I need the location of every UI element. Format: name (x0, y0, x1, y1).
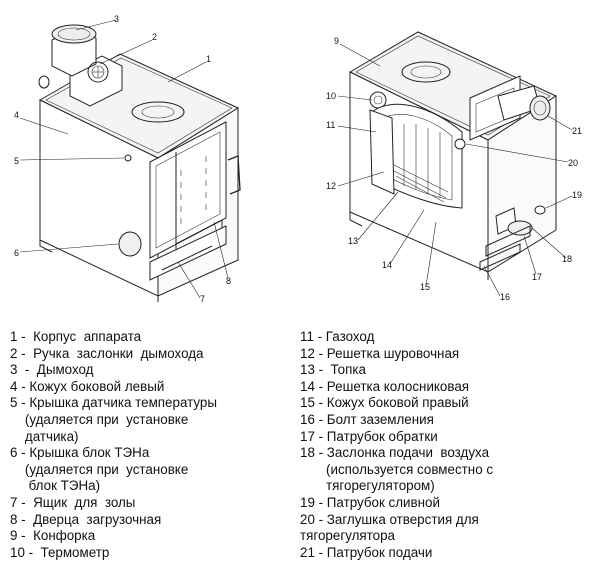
callout-15: 15 (420, 282, 430, 292)
callout-6: 6 (14, 248, 19, 258)
left-view-boiler (38, 24, 241, 302)
callout-7: 7 (200, 294, 205, 304)
legend-item: 15 - Кожух боковой правый (300, 395, 469, 411)
callout-12: 12 (326, 181, 336, 191)
legend-item: 2 - Ручка заслонки дымохода (10, 345, 204, 361)
right-view-boiler (348, 31, 558, 280)
callout-5: 5 (14, 156, 19, 166)
legend-item: 19 - Патрубок сливной (300, 494, 440, 510)
callout-16: 16 (500, 292, 510, 302)
legend-item: 7 - Ящик для золы (10, 494, 136, 510)
legend-item: датчика) (10, 428, 79, 444)
callout-1: 1 (206, 54, 211, 64)
legend-item: 18 - Заслонка подачи воздуха (300, 445, 490, 461)
parts-legend-right: 11 - Газоход 12 - Решетка шуровочная 13 … (300, 329, 493, 561)
legend-item: 1 - Корпус аппарата (10, 329, 142, 344)
callout-21: 21 (572, 126, 582, 136)
legend-item: 17 - Патрубок обратки (300, 428, 438, 444)
callout-20: 20 (568, 158, 578, 168)
boiler-diagram: 3 2 1 4 5 6 7 8 (14, 14, 582, 304)
left-view-leaders (19, 19, 229, 299)
right-view-callout-labels: 9 10 11 12 13 14 15 16 17 18 19 20 21 (326, 36, 582, 302)
parts-legend-left: 1 - Корпус аппарата 2 - Ручка заслонки д… (10, 329, 217, 561)
callout-4: 4 (14, 110, 19, 120)
callout-13: 13 (348, 236, 358, 246)
callout-8: 8 (226, 276, 231, 286)
legend-item: 3 - Дымоход (10, 362, 94, 378)
legend-item: 11 - Газоход (300, 329, 375, 344)
legend-item: 12 - Решетка шуровочная (300, 345, 460, 361)
left-view-callout-labels: 3 2 1 4 5 6 7 8 (14, 14, 231, 304)
legend-item: (удаляется при установке (10, 411, 189, 427)
legend-item: (используется совместно с (300, 461, 494, 477)
legend-item: 10 - Термометр (10, 544, 110, 560)
legend-item: 5 - Крышка датчика температуры (10, 395, 217, 411)
legend-item: 9 - Конфорка (10, 528, 96, 544)
legend-item: 8 - Дверца загрузочная (10, 511, 162, 527)
callout-14: 14 (382, 260, 392, 270)
callout-10: 10 (326, 91, 336, 101)
legend-item: 16 - Болт заземления (300, 411, 434, 427)
callout-19: 19 (572, 190, 582, 200)
callout-9: 9 (334, 36, 339, 46)
legend-item: 13 - Топка (300, 362, 366, 378)
legend-item: блок ТЭНа) (10, 478, 101, 494)
callout-11: 11 (326, 120, 335, 130)
legend-item: 21 - Патрубок подачи (300, 544, 433, 560)
callout-2: 2 (152, 32, 157, 42)
legend-item: тягорегулятора (300, 528, 395, 544)
legend-item: (удаляется при установке (10, 461, 189, 477)
callout-3: 3 (114, 14, 119, 24)
legend-item: 6 - Крышка блок ТЭНа (10, 445, 150, 461)
right-view-leaders (337, 43, 573, 297)
callout-17: 17 (532, 272, 542, 282)
legend-item: 4 - Кожух боковой левый (10, 378, 165, 394)
callout-18: 18 (562, 254, 572, 264)
legend-item: 20 - Заглушка отверстия для (300, 511, 479, 527)
legend-item: тягорегулятором) (300, 478, 435, 494)
legend-item: 14 - Решетка колосниковая (300, 378, 470, 394)
